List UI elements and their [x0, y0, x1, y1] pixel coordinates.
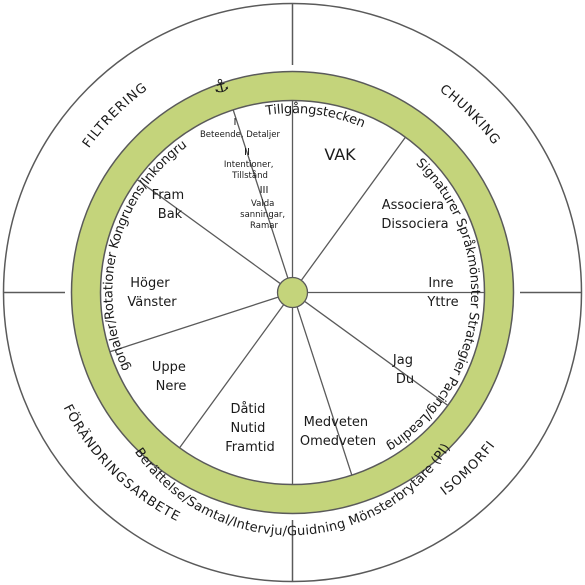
spoke-4 — [304, 300, 449, 406]
spoke-5 — [296, 306, 353, 476]
center-hub — [276, 276, 309, 309]
spoke-10 — [232, 109, 289, 279]
level-ii-text: Intentioner, Tillstånd — [224, 160, 276, 181]
spoke-8 — [109, 296, 279, 353]
level-i-numeral: I — [234, 117, 237, 128]
segment-jag: Jag Du — [392, 353, 417, 387]
quadrant-dividers — [4, 4, 581, 581]
level-i-text: Beteende, Detaljer — [200, 130, 281, 140]
spoke-2 — [300, 136, 406, 281]
level-iii-text: Valda sanningar, Ramar — [240, 199, 288, 231]
segment-hoger: Höger Vänster — [127, 276, 177, 310]
segment-spokes — [109, 100, 485, 485]
segment-uppe: Uppe Nere — [152, 360, 190, 394]
segment-vak: VAK — [324, 145, 356, 164]
segment-medveten: Medveten Omedveten — [300, 415, 376, 449]
segment-inre: Inre Yttre — [426, 276, 458, 310]
spoke-7 — [179, 304, 285, 449]
level-iii-numeral: III — [260, 185, 269, 196]
anchor-icon: ⚓ — [211, 74, 232, 98]
spoke-9 — [136, 179, 281, 285]
segment-associera: Associera Dissociera — [381, 198, 448, 232]
segment-datid: Dåtid Nutid Framtid — [225, 402, 274, 455]
segment-fram: Fram Bak — [152, 188, 189, 222]
level-ii-numeral: II — [244, 147, 250, 158]
